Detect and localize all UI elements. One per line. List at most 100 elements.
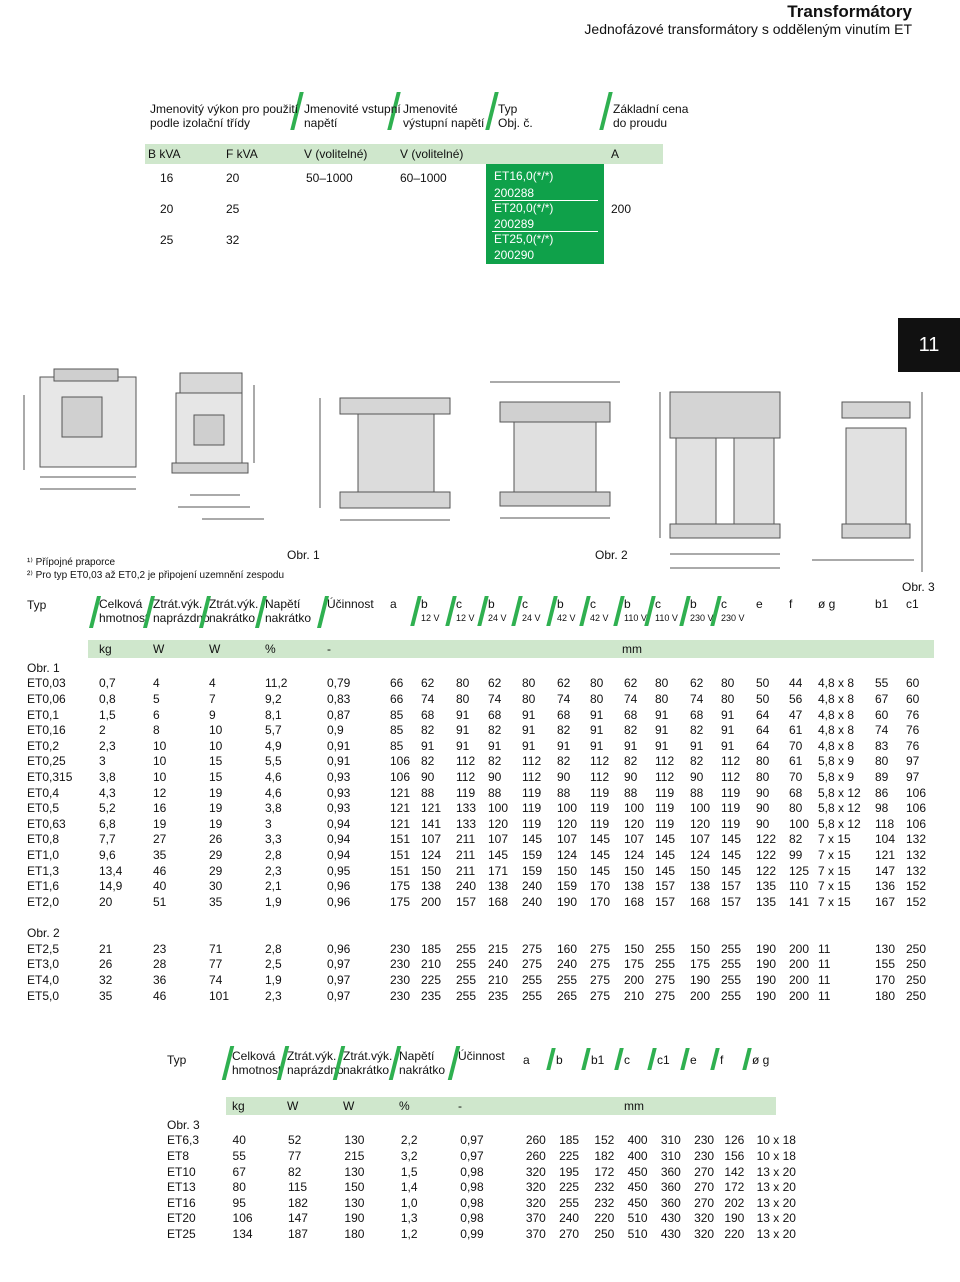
value-cell: 190 bbox=[690, 973, 711, 988]
value-cell: 168 bbox=[690, 894, 711, 909]
value-cell: 145 bbox=[721, 847, 742, 862]
drawing-obr2 bbox=[319, 381, 620, 521]
bottom-col-header: f bbox=[720, 1053, 724, 1067]
value-cell: 145 bbox=[721, 832, 742, 847]
value-cell: 159 bbox=[522, 847, 543, 862]
type-cell: ET20 bbox=[167, 1211, 196, 1226]
value-cell: 0,98 bbox=[460, 1180, 484, 1195]
value-cell: 200 bbox=[690, 988, 711, 1003]
value-cell: 91 bbox=[522, 723, 536, 738]
value-cell: 180 bbox=[344, 1226, 365, 1241]
value-cell: 230 bbox=[390, 973, 411, 988]
value-cell: 68 bbox=[789, 785, 803, 800]
value-cell: 15 bbox=[209, 754, 223, 769]
value-cell: 13 x 20 bbox=[756, 1195, 796, 1210]
value-cell: 119 bbox=[590, 801, 610, 816]
value-cell: 170 bbox=[590, 879, 611, 894]
value-cell: 97 bbox=[906, 754, 920, 769]
value-cell: 135 bbox=[756, 879, 777, 894]
main-col-header-label: e bbox=[756, 597, 763, 611]
value-cell: 80 bbox=[590, 676, 604, 691]
value-cell: 119 bbox=[522, 785, 542, 800]
value-cell: 13 x 20 bbox=[756, 1180, 796, 1195]
value-cell: 151 bbox=[390, 863, 411, 878]
value-cell: 122 bbox=[756, 847, 777, 862]
divider bbox=[492, 200, 598, 201]
value-cell: 133 bbox=[456, 816, 477, 831]
value-cell: 430 bbox=[660, 1226, 681, 1241]
value-cell: 1,2 bbox=[400, 1226, 418, 1241]
value-cell: 112 bbox=[721, 769, 741, 784]
value-cell: 112 bbox=[590, 769, 610, 784]
value-cell: 190 bbox=[557, 894, 578, 909]
value-cell: 56 bbox=[789, 691, 803, 706]
value-cell: 13 x 20 bbox=[756, 1164, 796, 1179]
value-cell: 13,4 bbox=[99, 863, 123, 878]
value-cell: 60 bbox=[906, 676, 920, 691]
main-col-header-voltage: 230 V bbox=[690, 613, 714, 623]
type-cell: ET1,3 bbox=[27, 863, 60, 878]
type-cell: ET8 bbox=[167, 1148, 190, 1163]
main-col-header-label: c bbox=[522, 597, 528, 611]
value-cell: 138 bbox=[624, 879, 645, 894]
value-cell: 68 bbox=[690, 707, 704, 722]
value-cell: 175 bbox=[390, 894, 411, 909]
value-cell: 10 bbox=[209, 723, 223, 738]
code-1: 200288 bbox=[494, 186, 535, 200]
value-cell: 270 bbox=[694, 1164, 715, 1179]
value-cell: 26 bbox=[99, 957, 113, 972]
value-cell: 0,98 bbox=[460, 1195, 484, 1210]
bottom-col-header: c1 bbox=[657, 1053, 670, 1067]
value-cell: 29 bbox=[209, 847, 223, 862]
value-cell: 91 bbox=[522, 707, 536, 722]
value-cell: 0,93 bbox=[327, 801, 351, 816]
value-cell: 126 bbox=[724, 1133, 745, 1148]
value-cell: 360 bbox=[660, 1180, 681, 1195]
value-cell: 320 bbox=[694, 1226, 715, 1241]
value-cell: 15 bbox=[209, 769, 223, 784]
page-title: Transformátory bbox=[787, 2, 912, 21]
value-cell: 0,87 bbox=[327, 707, 351, 722]
value-cell: 83 bbox=[875, 738, 889, 753]
value-cell: 88 bbox=[421, 785, 435, 800]
value-cell: 100 bbox=[789, 816, 810, 831]
value-cell: 60 bbox=[906, 691, 920, 706]
value-cell: 255 bbox=[655, 941, 676, 956]
value-cell: 122 bbox=[756, 863, 777, 878]
value-cell: 5,7 bbox=[265, 723, 282, 738]
value-cell: 82 bbox=[557, 723, 571, 738]
figure-label-obr1: Obr. 1 bbox=[287, 548, 320, 562]
value-cell: 450 bbox=[627, 1195, 648, 1210]
value-cell: 240 bbox=[522, 894, 543, 909]
main-col-header-label: c bbox=[456, 597, 462, 611]
type-cell: ET2,0 bbox=[27, 894, 60, 909]
value-cell: 2,2 bbox=[400, 1133, 418, 1148]
value-cell: 138 bbox=[488, 879, 509, 894]
type-cell: ET0,03 bbox=[27, 676, 66, 691]
main-col-header-voltage: 42 V bbox=[590, 613, 609, 623]
value-cell: 2 bbox=[99, 723, 106, 738]
value-cell: 400 bbox=[627, 1148, 648, 1163]
value-cell: 260 bbox=[525, 1133, 546, 1148]
value-cell: 91 bbox=[456, 707, 470, 722]
value-cell: 80 bbox=[655, 691, 669, 706]
value-cell: 0,97 bbox=[460, 1133, 484, 1148]
value-cell: 62 bbox=[624, 676, 638, 691]
value-cell: 91 bbox=[522, 738, 536, 753]
value-cell: 195 bbox=[559, 1164, 580, 1179]
value-cell: 210 bbox=[421, 957, 442, 972]
type-cell: ET0,63 bbox=[27, 816, 66, 831]
main-col-header-label: Ztrát.výk.nakrátko bbox=[209, 597, 259, 625]
value-cell: 0,93 bbox=[327, 769, 351, 784]
value-cell: 0,98 bbox=[460, 1211, 484, 1226]
value-cell: 320 bbox=[525, 1180, 546, 1195]
value-cell: 119 bbox=[590, 816, 610, 831]
value-cell: 68 bbox=[624, 707, 638, 722]
